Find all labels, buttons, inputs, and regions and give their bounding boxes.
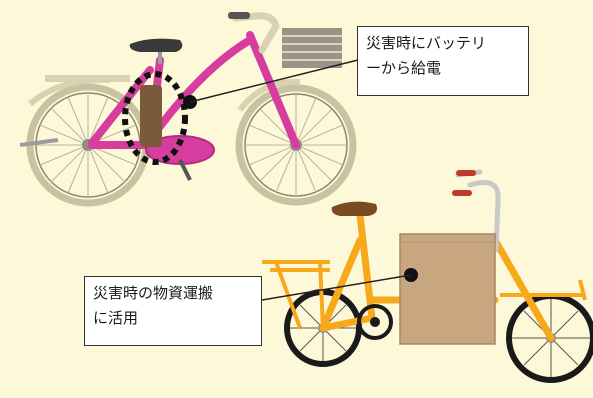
cargo-box [399,233,496,345]
electric-bicycle [19,12,359,207]
cargo-bicycle [261,169,593,383]
battery-highlight-ring [122,71,188,165]
battery-pack [140,85,162,147]
battery-power-callout-line1: 災害時にバッテリ [366,34,487,52]
transport-callout-line1: 災害時の物資運搬 [93,284,214,302]
battery-power-callout: 災害時にバッテリ ーから給電 [357,26,529,96]
front-basket [282,28,342,68]
transport-callout: 災害時の物資運搬 に活用 [84,276,262,346]
transport-callout-line2: に活用 [93,309,139,327]
battery-power-callout-line2: ーから給電 [366,59,442,77]
